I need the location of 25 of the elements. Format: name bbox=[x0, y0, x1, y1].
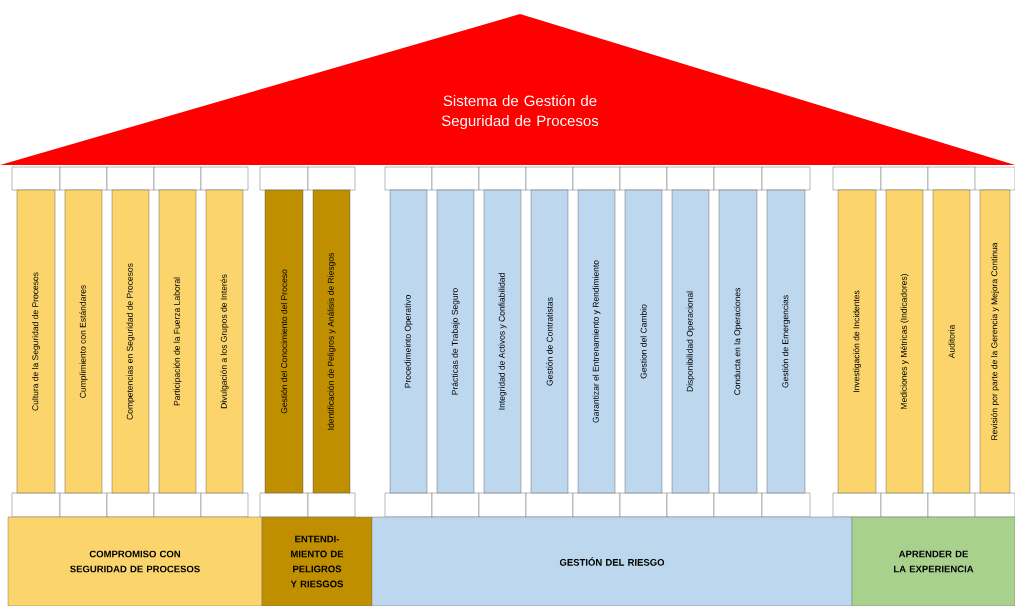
foundation-block: COMPROMISO CON SEGURIDAD DE PROCESOS bbox=[7, 516, 263, 606]
pillar: Gestión del Conocimiento del Proceso bbox=[264, 189, 304, 494]
pillar: Prácticas de Trabajo Seguro bbox=[436, 189, 475, 494]
pillar: Identificación de Peligros y Análisis de Riesgos bbox=[312, 189, 351, 494]
pillar: Competencias en Seguridad de Procesos bbox=[111, 189, 150, 494]
pillar: Procedimeinto Operativo bbox=[389, 189, 428, 494]
foundation-block: APRENDER DE LA EXPERIENCIA bbox=[851, 516, 1015, 606]
pillar: Investigación de Incidentes bbox=[837, 189, 877, 494]
pillar: Integridad de Activos y Confiabilidad bbox=[483, 189, 522, 494]
pillar: Mediciones y Métricas (Indicadores) bbox=[885, 189, 924, 494]
pillar: Cultura de la Seguridad de Procesos bbox=[16, 189, 56, 494]
roof: Sistema de Gestión de Seguridad de Procesos bbox=[0, 14, 1015, 165]
pillar: Gestión de Emergencias bbox=[766, 189, 806, 494]
pillar: Participación de la Fuerza Laboral bbox=[158, 189, 197, 494]
pillar: Conducta en la Operaciones bbox=[718, 189, 758, 494]
pillar: Disponibilidad Operacional bbox=[671, 189, 710, 494]
pillar: Auditoria bbox=[932, 189, 971, 494]
pillar: Gestión de Contratistas bbox=[530, 189, 569, 494]
pillar: Gestion del Cambio bbox=[624, 189, 663, 494]
pillar: Cumplimiento con Estándares bbox=[64, 189, 103, 494]
pillar: Revisión por parte de la Gerencia y Mejora Continua bbox=[979, 189, 1011, 494]
pillar: Garantizar el Entrenamiento y Rendimiento bbox=[577, 189, 616, 494]
foundation-block: GESTIÓN DEL RIESGO bbox=[371, 516, 853, 606]
pillar: Divulgación a los Grupos de Interés bbox=[205, 189, 244, 494]
foundation-block: ENTENDI- MIENTO DE PELIGROS Y RIESGOS bbox=[261, 516, 373, 606]
